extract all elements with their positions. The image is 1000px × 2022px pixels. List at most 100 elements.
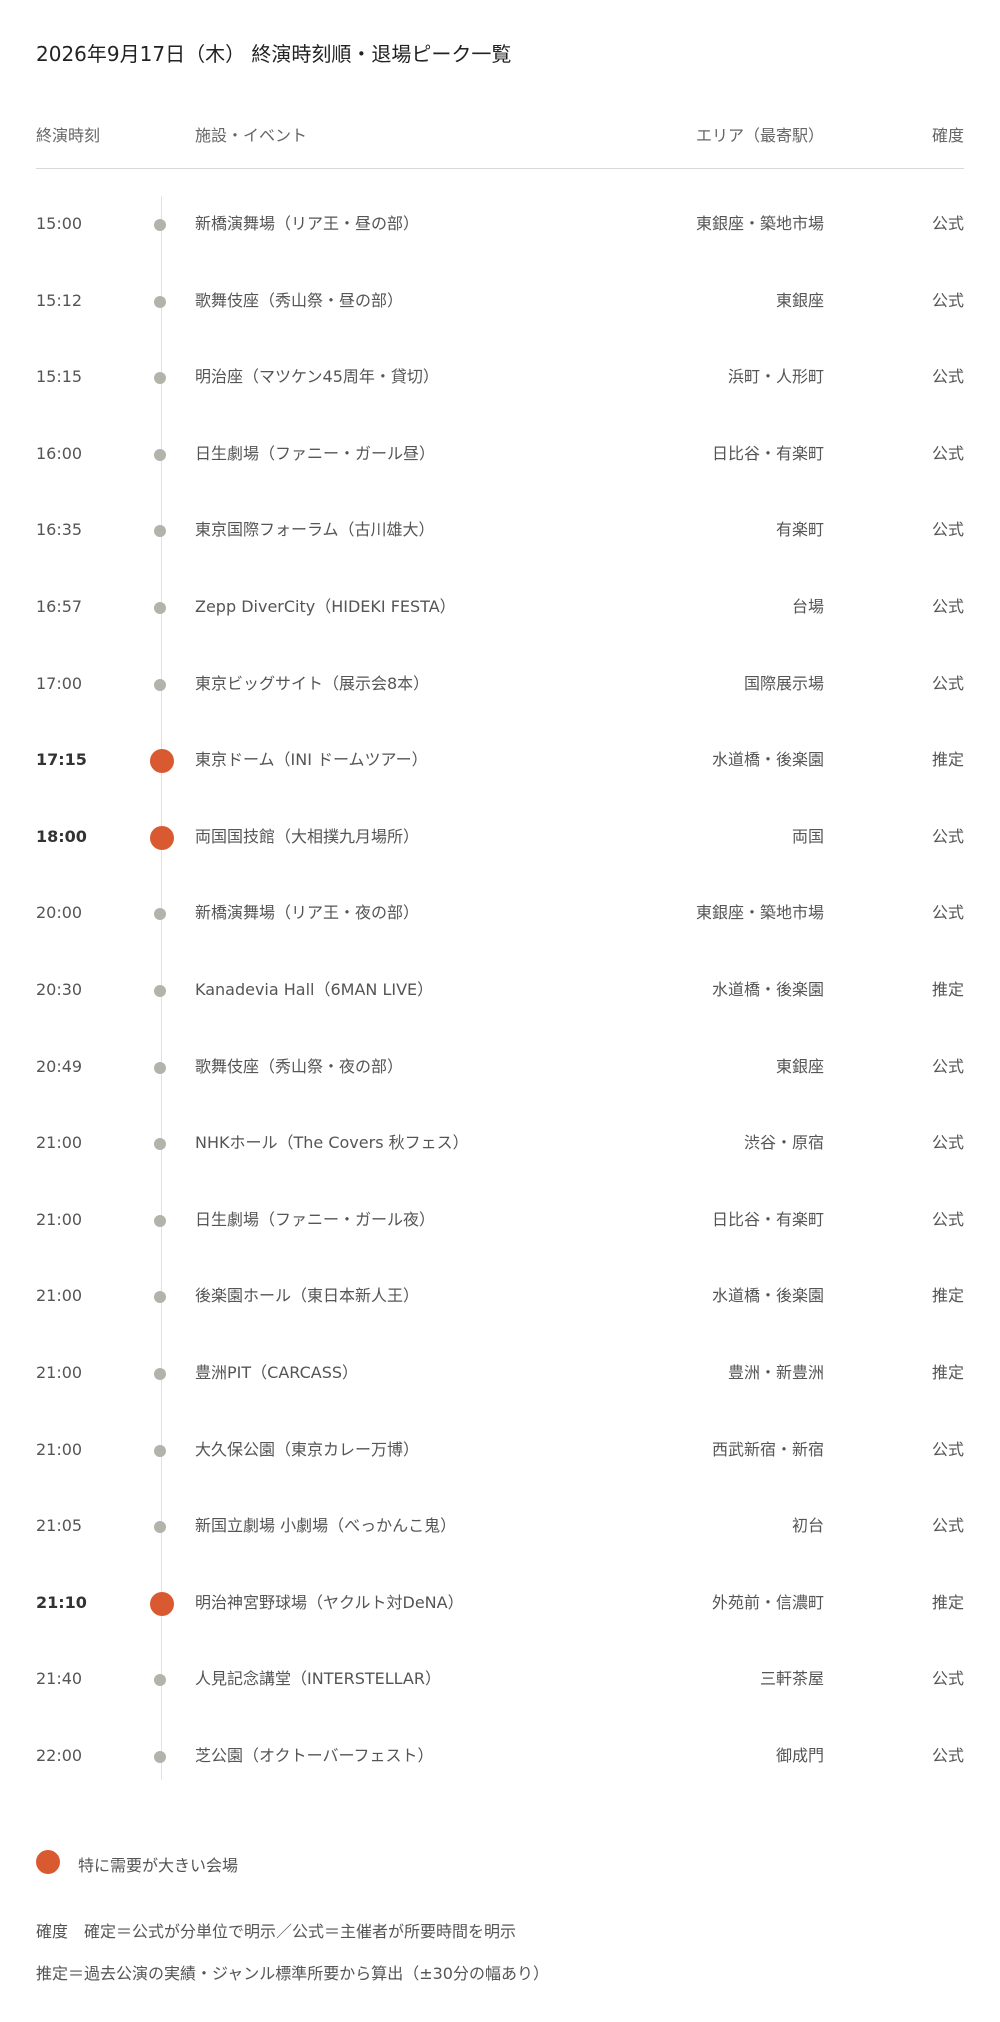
venue-event: 日生劇場（ファニー・ガール夜） xyxy=(195,1209,436,1229)
table-row: 21:00 大久保公園（東京カレー万博） 西武新宿・新宿 公式 xyxy=(36,1412,964,1489)
timeline-dot-icon xyxy=(154,1750,166,1763)
area-station: 西武新宿・新宿 xyxy=(711,1439,824,1459)
confidence: 公式 xyxy=(931,596,964,616)
timeline-dot-icon xyxy=(154,1061,166,1074)
venue-event: 芝公園（オクトーバーフェスト） xyxy=(195,1745,434,1765)
confidence: 公式 xyxy=(931,1439,964,1459)
confidence: 公式 xyxy=(931,443,964,463)
end-time: 21:00 xyxy=(36,1362,83,1382)
area-station: 有楽町 xyxy=(775,520,824,540)
venue-event: Kanadevia Hall（6MAN LIVE） xyxy=(195,979,434,999)
end-time: 15:12 xyxy=(36,290,83,310)
venue-event: 新橋演舞場（リア王・夜の部） xyxy=(195,903,420,923)
timeline-dot-icon xyxy=(154,1138,166,1151)
area-station: 水道橋・後楽園 xyxy=(711,750,824,770)
end-time: 16:35 xyxy=(36,520,83,540)
venue-event: 人見記念講堂（INTERSTELLAR） xyxy=(195,1669,441,1689)
confidence: 推定 xyxy=(931,1362,964,1382)
venue-event: 後楽園ホール（東日本新人王） xyxy=(195,1286,420,1306)
end-time: 21:00 xyxy=(36,1439,83,1459)
confidence-note-2: 推定＝過去公演の実績・ジャンル標準所要から算出（±30分の幅あり） xyxy=(36,1964,549,1983)
venue-event: 歌舞伎座（秀山祭・昼の部） xyxy=(195,290,404,310)
header-venue: 施設・イベント xyxy=(195,126,308,145)
table-row: 17:15 東京ドーム（INI ドームツアー） 水道橋・後楽園 推定 xyxy=(36,722,964,799)
header-area: エリア（最寄駅） xyxy=(695,126,824,145)
area-station: 三軒茶屋 xyxy=(759,1669,824,1689)
venue-event: 日生劇場（ファニー・ガール昼） xyxy=(195,443,436,463)
venue-event: NHKホール（The Covers 秋フェス） xyxy=(195,1133,469,1153)
end-time: 21:40 xyxy=(36,1669,83,1689)
high-demand-dot-icon xyxy=(150,1591,174,1616)
high-demand-dot-icon xyxy=(150,749,174,774)
timeline-dot-icon xyxy=(154,1674,166,1687)
area-station: 日比谷・有楽町 xyxy=(711,443,824,463)
venue-event: 東京ドーム（INI ドームツアー） xyxy=(195,750,428,770)
area-station: 水道橋・後楽園 xyxy=(711,979,824,999)
area-station: 日比谷・有楽町 xyxy=(711,1209,824,1229)
timeline-dot-icon xyxy=(154,1367,166,1380)
timeline-dot-icon xyxy=(154,1444,166,1457)
end-time: 17:15 xyxy=(36,750,87,770)
area-station: 国際展示場 xyxy=(743,673,824,693)
high-demand-dot-icon xyxy=(150,825,174,850)
end-time: 15:15 xyxy=(36,367,83,387)
end-time: 21:00 xyxy=(36,1286,83,1306)
table-row: 22:00 芝公園（オクトーバーフェスト） 御成門 公式 xyxy=(36,1718,964,1795)
timeline-dot-icon xyxy=(154,908,166,921)
venue-event: 大久保公園（東京カレー万博） xyxy=(195,1439,420,1459)
confidence: 推定 xyxy=(931,979,964,999)
confidence: 公式 xyxy=(931,290,964,310)
timeline-dot-icon xyxy=(154,448,166,461)
venue-event: 明治神宮野球場（ヤクルト対DeNA） xyxy=(195,1592,464,1612)
header-confidence: 確度 xyxy=(931,126,964,145)
venue-event: Zepp DiverCity（HIDEKI FESTA） xyxy=(195,596,456,616)
confidence: 公式 xyxy=(931,214,964,233)
venue-event: 豊洲PIT（CARCASS） xyxy=(195,1362,359,1382)
area-station: 浜町・人形町 xyxy=(727,367,824,387)
timeline-dot-icon xyxy=(154,295,166,308)
area-station: 御成門 xyxy=(775,1745,824,1765)
area-station: 渋谷・原宿 xyxy=(743,1133,824,1153)
timeline-dot-icon xyxy=(154,525,166,538)
end-time: 20:00 xyxy=(36,903,83,923)
end-time: 16:00 xyxy=(36,443,83,463)
end-time: 20:49 xyxy=(36,1056,83,1076)
page-title: 2026年9月17日（木） 終演時刻順・退場ピーク一覧 xyxy=(36,42,512,66)
confidence: 推定 xyxy=(931,750,964,770)
end-time: 18:00 xyxy=(36,826,87,846)
confidence: 公式 xyxy=(931,1745,964,1765)
timeline-dot-icon xyxy=(154,372,166,385)
area-station: 東銀座・築地市場 xyxy=(695,903,824,923)
area-station: 台場 xyxy=(791,596,824,616)
area-station: 東銀座・築地市場 xyxy=(695,214,824,233)
area-station: 水道橋・後楽園 xyxy=(711,1286,824,1306)
venue-event: 東京国際フォーラム（古川雄大） xyxy=(195,520,435,540)
timeline-dot-icon xyxy=(154,219,166,231)
end-time: 16:57 xyxy=(36,596,83,616)
end-time: 21:00 xyxy=(36,1133,83,1153)
confidence: 公式 xyxy=(931,1516,964,1536)
table-row: 16:57 Zepp DiverCity（HIDEKI FESTA） 台場 公式 xyxy=(36,569,964,646)
timeline-dot-icon xyxy=(154,1291,166,1304)
confidence: 公式 xyxy=(931,903,964,923)
confidence-note-1: 確度 確定＝公式が分単位で明示／公式＝主催者が所要時間を明示 xyxy=(36,1922,517,1941)
end-time: 22:00 xyxy=(36,1745,83,1765)
venue-event: 両国国技館（大相撲九月場所） xyxy=(195,826,420,846)
confidence: 推定 xyxy=(931,1592,964,1612)
table-row: 16:00 日生劇場（ファニー・ガール昼） 日比谷・有楽町 公式 xyxy=(36,416,964,493)
confidence: 公式 xyxy=(931,673,964,693)
venue-event: 明治座（マツケン45周年・貸切） xyxy=(195,367,439,387)
venue-event: 新国立劇場 小劇場（べっかんこ鬼） xyxy=(195,1516,457,1536)
timeline-dot-icon xyxy=(154,1521,166,1534)
